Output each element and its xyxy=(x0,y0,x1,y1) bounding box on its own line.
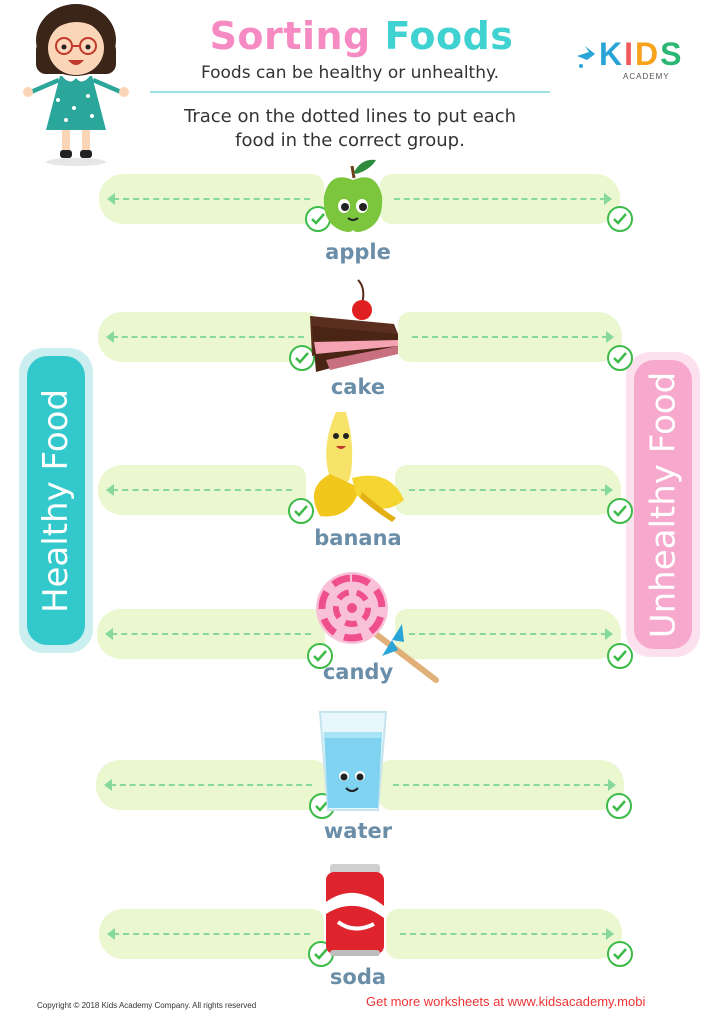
trace-line-right-soda[interactable] xyxy=(386,909,622,959)
water-glass-icon xyxy=(318,711,388,811)
divider xyxy=(150,91,550,93)
lollipop-icon xyxy=(316,572,439,683)
check-icon xyxy=(607,643,633,669)
healthy-food-label: Healthy Food xyxy=(36,388,77,613)
healthy-food-group: Healthy Food xyxy=(19,348,93,653)
copyright-notice: Copyright © 2018 Kids Academy Company. A… xyxy=(37,1001,257,1010)
trace-line-left-water[interactable] xyxy=(96,760,326,810)
check-icon xyxy=(607,345,633,371)
subtitle: Foods can be healthy or unhealthy. xyxy=(200,63,500,83)
logo-letter-s: S xyxy=(660,36,684,72)
apple-icon xyxy=(323,159,383,232)
kids-academy-logo: KIDS ACADEMY xyxy=(575,36,695,86)
food-label-water: water xyxy=(323,819,393,843)
check-icon xyxy=(288,498,314,524)
instruction-line-2: food in the correct group. xyxy=(235,130,465,151)
unhealthy-food-label: Unhealthy Food xyxy=(643,371,683,638)
trace-line-left-soda[interactable] xyxy=(99,909,324,959)
worksheets-link[interactable]: Get more worksheets at www.kidsacademy.m… xyxy=(366,994,646,1009)
instructions: Trace on the dotted lines to put each fo… xyxy=(150,105,550,153)
logo-letters: KIDS xyxy=(599,36,683,73)
check-icon xyxy=(607,206,633,232)
trace-line-right-water[interactable] xyxy=(379,760,624,810)
check-icon xyxy=(307,643,333,669)
food-label-banana: banana xyxy=(314,526,402,550)
page-title: Sorting Foods xyxy=(0,14,723,58)
food-label-cake: cake xyxy=(330,375,386,399)
logo-subtext: ACADEMY xyxy=(623,72,670,81)
unhealthy-food-group: Unhealthy Food xyxy=(626,352,700,657)
check-icon xyxy=(289,345,315,371)
food-label-soda: soda xyxy=(329,965,387,989)
instruction-line-1: Trace on the dotted lines to put each xyxy=(183,106,517,127)
banana-icon xyxy=(313,412,404,522)
food-label-candy: candy xyxy=(322,660,394,684)
food-label-apple: apple xyxy=(325,240,391,264)
trace-line-right-banana[interactable] xyxy=(395,465,621,515)
trace-line-left-cake[interactable] xyxy=(98,312,318,362)
title-word-1: Sorting xyxy=(209,14,371,58)
trace-line-left-candy[interactable] xyxy=(97,609,325,659)
check-icon xyxy=(607,498,633,524)
logo-letter-d: D xyxy=(635,36,661,72)
check-icon xyxy=(607,941,633,967)
logo-letter-i: I xyxy=(624,36,635,72)
logo-letter-k: K xyxy=(599,36,625,72)
trace-line-right-cake[interactable] xyxy=(398,312,622,362)
girl-illustration xyxy=(18,0,138,168)
trace-line-left-apple[interactable] xyxy=(99,174,324,224)
title-word-2: Foods xyxy=(384,14,514,58)
trace-line-right-apple[interactable] xyxy=(380,174,620,224)
logo-splash-icon xyxy=(577,46,595,68)
trace-line-left-banana[interactable] xyxy=(98,465,306,515)
check-icon xyxy=(606,793,632,819)
trace-line-right-candy[interactable] xyxy=(395,609,621,659)
cake-icon xyxy=(310,279,398,372)
soda-can-icon xyxy=(326,864,384,956)
